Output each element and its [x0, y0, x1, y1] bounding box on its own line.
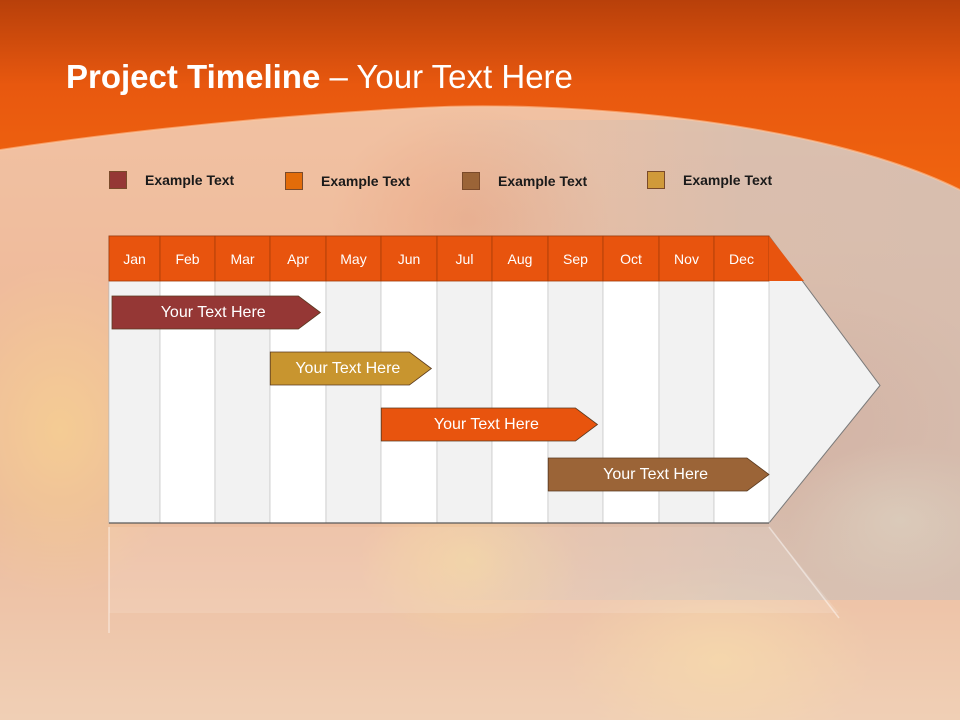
month-header-cell	[547, 235, 604, 282]
month-header-cell	[159, 235, 216, 282]
month-label: Apr	[287, 251, 309, 267]
month-header-cell	[108, 235, 161, 282]
month-label: Oct	[620, 251, 642, 267]
header-arrow-tip	[769, 236, 804, 281]
month-header-cell	[602, 235, 660, 282]
month-label: Nov	[674, 251, 699, 267]
title-rest: – Your Text Here	[320, 58, 573, 95]
reflection-shape	[109, 527, 839, 613]
legend-item: Example Text	[285, 171, 410, 191]
timeline-reflection	[108, 526, 840, 633]
month-label: Dec	[729, 251, 754, 267]
month-header-cell	[491, 235, 549, 282]
task-label: Your Text Here	[433, 416, 539, 433]
month-label: Jul	[455, 251, 474, 267]
month-column	[325, 280, 382, 524]
month-label: Aug	[507, 251, 533, 267]
month-column	[491, 280, 549, 524]
legend-label: Example Text	[321, 173, 411, 189]
task-label: Your Text Here	[603, 466, 709, 483]
month-label: Mar	[230, 251, 255, 267]
task-arrow	[380, 407, 599, 442]
month-label: Jan	[123, 251, 146, 267]
title-bold: Project Timeline	[66, 58, 321, 95]
task-arrows	[111, 295, 770, 492]
legend-label: Example Text	[683, 172, 773, 188]
month-column	[436, 280, 493, 524]
month-header-cell	[380, 235, 438, 282]
month-header-cell	[658, 235, 715, 282]
legend-swatch	[109, 171, 127, 189]
month-label: Jun	[397, 251, 421, 267]
legend-item: Example Text	[109, 170, 234, 190]
legend-label: Example Text	[498, 173, 588, 189]
task-arrow	[547, 457, 770, 492]
task-arrow	[111, 295, 322, 330]
month-header-row	[108, 235, 804, 524]
task-arrow	[269, 351, 433, 386]
month-header-cell	[325, 235, 382, 282]
legend-swatch	[285, 172, 303, 190]
legend-swatch	[462, 172, 480, 190]
reflection-edge-diagonal	[768, 526, 840, 619]
month-header-cell	[436, 235, 493, 282]
task-label: Your Text Here	[160, 304, 266, 321]
task-label: Your Text Here	[295, 360, 401, 377]
month-label: May	[340, 251, 367, 267]
legend-swatch	[647, 171, 665, 189]
title-banner	[0, 0, 960, 191]
month-header-cell	[269, 235, 327, 282]
legend-label: Example Text	[145, 172, 235, 188]
month-column	[380, 280, 438, 524]
legend-item: Example Text	[647, 170, 772, 190]
month-label: Feb	[175, 251, 200, 267]
month-label: Sep	[563, 251, 588, 267]
page-title: Project Timeline – Your Text Here	[66, 58, 573, 96]
legend-item: Example Text	[462, 171, 587, 191]
